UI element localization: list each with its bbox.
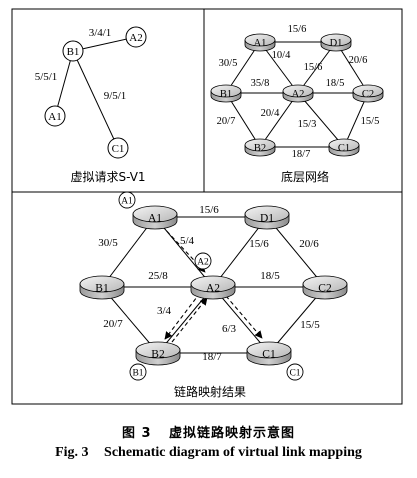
mapping-result-panel — [11, 191, 403, 405]
mapped-link-label: 18/5 — [260, 270, 280, 282]
substrate-node-D1-label: D1 — [330, 38, 343, 49]
caption-zh-number: 图 3 — [121, 426, 152, 441]
virtual-link-B1-A2 — [72, 36, 137, 52]
mapped-link-label: 6/3 — [222, 323, 237, 335]
virtual-node-A1: A1 — [44, 105, 66, 127]
mapped-node-C1: C1 — [246, 341, 292, 366]
substrate-node-C1: C1 — [328, 138, 360, 157]
substrate-node-C1-label: C1 — [338, 143, 350, 154]
mapped-node-C2-label: C2 — [318, 282, 332, 294]
mapped-link-label: 15/6 — [249, 238, 269, 250]
mapped-link-label: 30/5 — [98, 237, 118, 249]
substrate-node-A2: A2 — [282, 84, 314, 103]
caption-en-text: Schematic diagram of virtual link mappin… — [104, 445, 362, 460]
virtual-link-label: 9/5/1 — [104, 90, 127, 102]
substrate-node-B1-label: B1 — [220, 89, 232, 100]
virtual-link-B1-C1 — [72, 50, 119, 149]
substrate-link-label: 15/6 — [288, 24, 307, 35]
virtual-tag-C1: C1 — [286, 363, 304, 381]
virtual-link-B1-A1 — [54, 50, 74, 117]
substrate-link-A2-B2 — [259, 92, 299, 148]
virtual-node-B1: B1 — [62, 40, 84, 62]
substrate-node-C2: C2 — [352, 84, 384, 103]
mapped-node-B2: B2 — [135, 341, 181, 366]
mapped-node-B2-label: B2 — [151, 348, 165, 360]
virtual-node-label: B1 — [67, 46, 80, 58]
substrate-node-A2-label: A2 — [292, 89, 305, 100]
mapped-node-A1-label: A1 — [148, 212, 162, 224]
virtual-link-label: 3/4/1 — [89, 27, 112, 39]
caption-zh: 图 3 虚拟链路映射示意图 — [0, 422, 417, 441]
virtual-request-title: 虚拟请求S-V1 — [70, 170, 145, 184]
substrate-node-C2-label: C2 — [362, 89, 374, 100]
substrate-link-label: 35/8 — [251, 78, 270, 89]
mapped-link-label: 3/4 — [157, 305, 172, 317]
mapped-node-D1: D1 — [244, 205, 290, 230]
substrate-node-A1: A1 — [244, 33, 276, 52]
substrate-node-B2-label: B2 — [254, 143, 266, 154]
virtual-node-label: A2 — [129, 32, 142, 44]
virtual-tag-B1: B1 — [129, 363, 147, 381]
substrate-link-label: 20/6 — [349, 55, 368, 66]
virtual-node-C1: C1 — [107, 137, 129, 159]
mapped-node-A2: A2 — [190, 275, 236, 300]
virtual-node-A2: A2 — [125, 26, 147, 48]
mapped-node-A2-label: A2 — [206, 282, 220, 294]
mapped-node-B1-label: B1 — [95, 282, 109, 294]
virtual-tag-label: C1 — [289, 369, 300, 379]
virtual-node-label: A1 — [48, 111, 61, 123]
caption-en-number: Fig. 3 — [55, 445, 89, 460]
mapped-link-label: 20/6 — [299, 238, 319, 250]
mapped-link-label: 5/4 — [180, 235, 195, 247]
substrate-node-A1-label: A1 — [254, 38, 267, 49]
virtual-tag-label: A1 — [121, 197, 133, 207]
mapping-path-arrow — [225, 295, 263, 339]
mapped-link-label: 25/8 — [148, 270, 168, 282]
caption-zh-text: 虚拟链路映射示意图 — [169, 426, 296, 441]
mapping-result-title: 链路映射结果 — [174, 384, 246, 399]
virtual-tag-label: A2 — [197, 258, 209, 268]
substrate-link-label: 15/6 — [304, 62, 323, 73]
virtual-tag-A1: A1 — [118, 191, 136, 209]
mapped-link-label: 15/6 — [199, 204, 219, 216]
virtual-tag-A2: A2 — [194, 252, 212, 270]
substrate-link-B1-B2 — [225, 92, 261, 148]
mapped-link-label: 18/7 — [202, 351, 222, 363]
mapped-link-D1-C2 — [266, 216, 326, 288]
substrate-node-D1: D1 — [320, 33, 352, 52]
substrate-link-label: 10/4 — [272, 50, 291, 61]
substrate-link-label: 18/5 — [326, 78, 345, 89]
mapped-node-D1-label: D1 — [260, 212, 274, 224]
substrate-link-label: 15/3 — [298, 119, 317, 130]
mapping-path-arrow — [171, 297, 208, 343]
virtual-node-label: C1 — [112, 143, 125, 155]
mapping-path-arrow — [164, 292, 201, 340]
mapped-node-C2: C2 — [302, 275, 348, 300]
substrate-node-B2: B2 — [244, 138, 276, 157]
caption-en: Fig. 3 Schematic diagram of virtual link… — [0, 445, 417, 461]
virtual-tag-label: B1 — [132, 369, 143, 379]
mapped-node-B1: B1 — [79, 275, 125, 300]
mapped-link-label: 15/5 — [300, 319, 320, 331]
mapped-node-A1: A1 — [132, 205, 178, 230]
substrate-link-label: 20/4 — [261, 108, 280, 119]
substrate-network-title: 底层网络 — [281, 169, 329, 184]
substrate-link-label: 18/7 — [292, 149, 311, 160]
substrate-link-label: 20/7 — [217, 116, 236, 127]
mapped-node-C1-label: C1 — [262, 348, 276, 360]
substrate-link-label: 15/5 — [361, 116, 380, 127]
substrate-link-A2-C1 — [297, 92, 345, 148]
mapped-link-label: 20/7 — [103, 318, 123, 330]
substrate-node-B1: B1 — [210, 84, 242, 103]
substrate-link-label: 30/5 — [219, 58, 238, 69]
virtual-link-label: 5/5/1 — [35, 71, 58, 83]
